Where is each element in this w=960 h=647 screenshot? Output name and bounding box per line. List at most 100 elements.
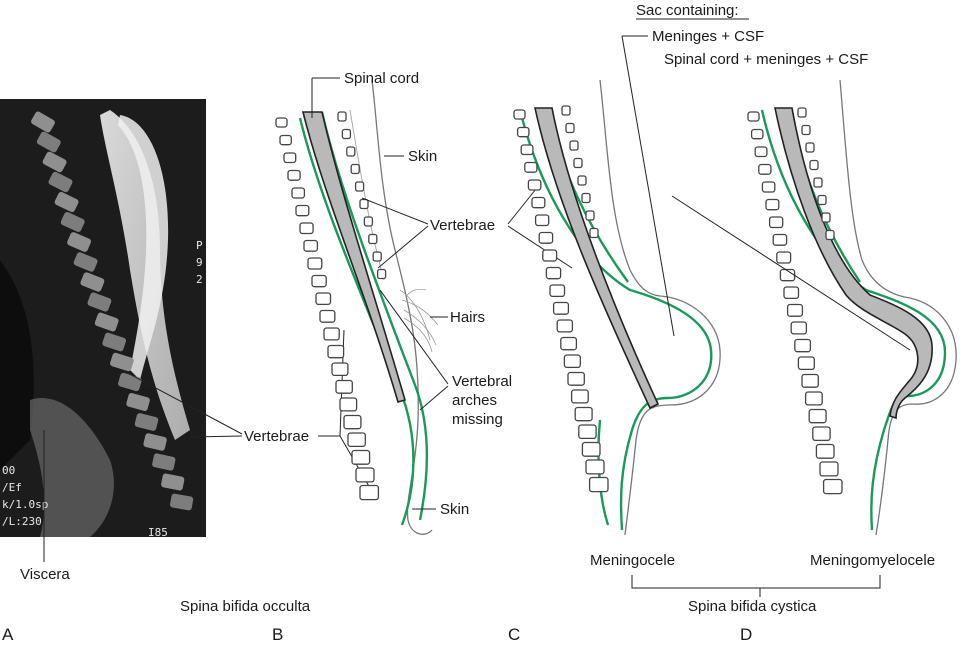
mri-vertebra bbox=[110, 352, 134, 372]
vertebral-arch bbox=[569, 140, 579, 151]
vertebra-body bbox=[335, 379, 353, 394]
vertebra-body bbox=[549, 284, 566, 298]
vertebra-body bbox=[570, 389, 589, 404]
vertebrae-a-leader-upper bbox=[121, 369, 243, 435]
vertebrae-d bbox=[747, 107, 843, 495]
cord-meninges-csf-leader bbox=[671, 195, 911, 351]
meninges-csf-label: Meninges + CSF bbox=[652, 28, 764, 45]
vertebra-body bbox=[801, 373, 819, 388]
mri-vertebra bbox=[60, 212, 85, 232]
vertebrae-b-label: Vertebrae bbox=[430, 217, 495, 234]
vertebra-body bbox=[545, 266, 562, 280]
vertebral-arch bbox=[359, 198, 369, 210]
vertebra-body bbox=[815, 443, 835, 459]
mri-vertebra bbox=[48, 171, 73, 193]
mri-vertebra bbox=[170, 493, 194, 511]
vertebra-body bbox=[772, 233, 788, 246]
vertebra-body bbox=[758, 163, 772, 175]
diagram-occulta bbox=[275, 79, 439, 535]
dura-inner-b bbox=[320, 111, 429, 521]
vertebra-body bbox=[534, 214, 550, 227]
mri-vertebra bbox=[67, 232, 92, 252]
skin-outline-c bbox=[599, 79, 721, 536]
vertebra-body bbox=[291, 187, 306, 199]
spinal-cord-label: Spinal cord bbox=[344, 70, 419, 87]
vertebra-body bbox=[303, 239, 319, 252]
vertebra-body bbox=[327, 344, 345, 359]
mri-letter-9: 9 bbox=[196, 256, 203, 269]
vertebral-arch bbox=[577, 175, 587, 186]
mri-vertebra bbox=[87, 292, 112, 312]
skin-top-label: Skin bbox=[408, 148, 437, 165]
vertebral-arch bbox=[817, 194, 827, 206]
mri-posterior-bright bbox=[118, 115, 169, 380]
vertebra-body bbox=[299, 222, 314, 235]
vertebra-body bbox=[786, 303, 804, 317]
vertebrae-b bbox=[275, 111, 387, 501]
vertebra-body bbox=[585, 459, 605, 475]
skin-bottom-label: Skin bbox=[440, 501, 469, 518]
vertebral-arch bbox=[565, 122, 575, 134]
vertebra-body bbox=[797, 356, 815, 371]
viscera-label: Viscera bbox=[20, 566, 70, 583]
vertebra-body bbox=[279, 134, 292, 146]
vertebra-body bbox=[527, 179, 542, 191]
vertebral-arch bbox=[589, 227, 599, 239]
spinal-cord-d bbox=[774, 107, 933, 420]
spinal-cord-b bbox=[301, 111, 406, 403]
vertebra-body bbox=[588, 476, 609, 493]
arches-label-line3: missing bbox=[452, 411, 503, 428]
vertebra-body bbox=[319, 309, 336, 323]
vertebral-arch bbox=[801, 124, 811, 136]
cystica-bracket bbox=[631, 575, 881, 597]
vertebra-body bbox=[563, 354, 581, 369]
mri-vertebra bbox=[31, 111, 55, 133]
vertebra-body bbox=[765, 198, 780, 211]
mri-overlay-line: k/1.0sp bbox=[2, 498, 48, 511]
vertebra-body bbox=[287, 169, 301, 181]
vertebra-body bbox=[747, 111, 760, 122]
panel-letter-a: A bbox=[2, 625, 14, 644]
vertebra-body bbox=[524, 161, 538, 173]
mri-overlay-line: 00 bbox=[2, 464, 15, 477]
vertebral-arch bbox=[346, 146, 356, 157]
vertebral-arch bbox=[813, 177, 823, 188]
vertebral-arch bbox=[368, 233, 378, 245]
hair-tuft bbox=[399, 288, 439, 353]
mri-vertebra bbox=[126, 393, 150, 411]
vertebra-body bbox=[560, 336, 578, 351]
mri-overlay-line: /L:230 bbox=[2, 515, 42, 528]
vertebra-body bbox=[331, 362, 349, 377]
mri-lower-tissue bbox=[30, 398, 114, 537]
vertebral-arch bbox=[573, 157, 583, 169]
vertebra-body bbox=[578, 424, 597, 440]
arches-label-line2: arches bbox=[452, 392, 497, 409]
vertebrae-c bbox=[513, 105, 609, 493]
vertebra-body bbox=[754, 146, 768, 158]
mri-vertebra bbox=[152, 453, 176, 471]
vertebra-body bbox=[552, 301, 570, 315]
vertebra-body bbox=[790, 321, 808, 335]
vertebra-body bbox=[567, 371, 585, 386]
mri-vertebra bbox=[54, 191, 79, 213]
vertebra-body bbox=[351, 449, 371, 465]
vertebra-body bbox=[315, 292, 332, 306]
vertebra-body bbox=[283, 152, 297, 164]
meninges-leader bbox=[621, 35, 675, 337]
vertebral-arch bbox=[350, 163, 360, 175]
vertebra-body bbox=[323, 327, 340, 341]
vertebral-arch bbox=[809, 159, 819, 171]
panel-letter-c: C bbox=[508, 625, 520, 644]
vertebral-arch bbox=[581, 192, 591, 204]
mri-vertebra bbox=[94, 312, 119, 332]
occulta-label: Spina bifida occulta bbox=[180, 598, 311, 615]
vertebral-arch bbox=[805, 142, 815, 153]
vertebral-arch bbox=[561, 105, 571, 116]
mri-vertebra bbox=[143, 433, 167, 451]
vertebra-body bbox=[822, 478, 843, 495]
vertebra-body bbox=[574, 406, 593, 422]
vertebra-body bbox=[275, 117, 288, 128]
vertebrae-c-leader-2 bbox=[507, 225, 573, 269]
panel-letter-d: D bbox=[740, 625, 752, 644]
